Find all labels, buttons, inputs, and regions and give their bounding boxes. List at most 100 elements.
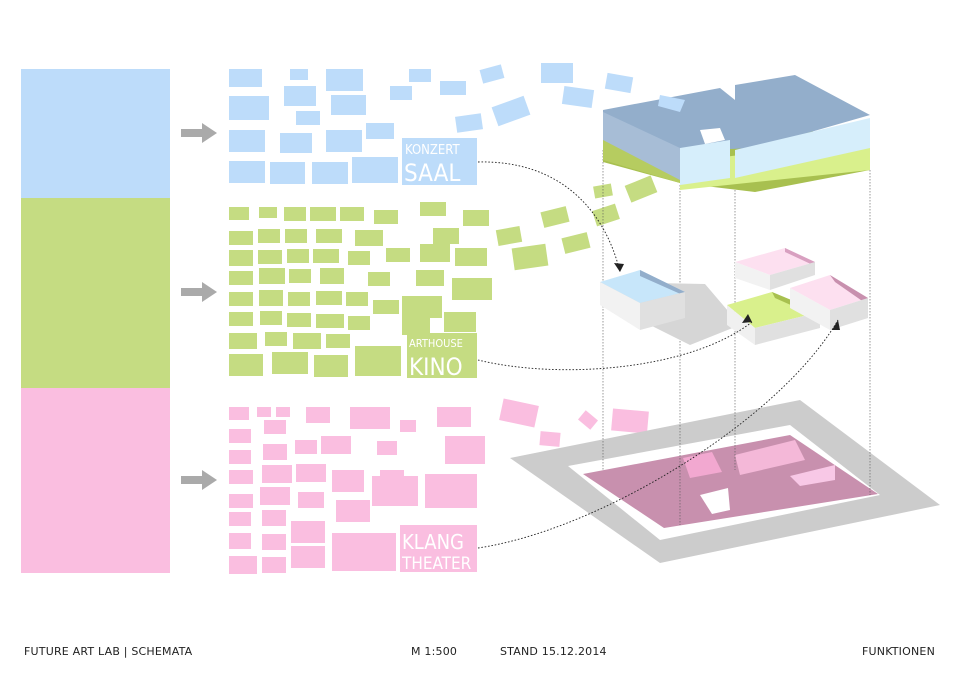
room-tile: [306, 407, 330, 423]
room-tile: [229, 69, 262, 87]
label-concert: KONZERT SAAL: [402, 138, 477, 187]
room-tile: [229, 161, 265, 183]
project-title: FUTURE ART LAB | SCHEMATA: [24, 645, 193, 658]
room-tile: [437, 407, 471, 427]
model-base-level: [510, 400, 940, 563]
room-tile: [511, 243, 549, 271]
room-tile: [452, 278, 492, 300]
room-tile: [285, 229, 307, 243]
room-tile: [265, 332, 287, 346]
room-tile: [313, 249, 339, 263]
room-tile: [258, 229, 280, 243]
scale-label: M 1:500: [411, 645, 458, 658]
room-tile: [229, 130, 265, 152]
room-tile: [440, 81, 466, 95]
room-tiles-concert: [229, 63, 634, 184]
room-tile: [368, 272, 390, 286]
room-tile: [402, 317, 430, 335]
room-tile: [541, 63, 573, 83]
room-tile: [346, 292, 368, 306]
room-tile: [229, 354, 263, 376]
date-label: STAND 15.12.2014: [500, 645, 607, 658]
model-top-level: [603, 75, 870, 192]
room-tile: [287, 249, 309, 263]
room-tile: [258, 250, 282, 264]
room-tile: [229, 333, 257, 349]
room-tile: [229, 533, 251, 549]
room-tiles-theater: [229, 398, 649, 574]
room-tile: [348, 251, 370, 265]
room-tile: [491, 95, 531, 127]
room-tile: [259, 290, 283, 306]
label-theater-top: KLANG: [402, 530, 464, 554]
room-tile: [260, 311, 282, 325]
room-tile: [229, 312, 253, 326]
room-tile: [455, 113, 483, 133]
room-tile: [229, 450, 251, 464]
room-tile: [295, 440, 317, 454]
room-tile: [593, 183, 613, 199]
room-tile: [291, 521, 325, 543]
room-tile: [310, 207, 336, 221]
room-tile: [578, 410, 598, 430]
room-tile: [377, 441, 397, 455]
room-tile: [386, 248, 410, 262]
room-tile: [280, 133, 312, 153]
label-theater-main: THEATER: [401, 554, 472, 574]
label-concert-top: KONZERT: [405, 143, 460, 158]
room-tile: [373, 300, 399, 314]
room-tile: [326, 69, 363, 91]
room-tile: [355, 346, 401, 376]
room-tile: [229, 512, 251, 526]
room-tile: [420, 244, 450, 262]
room-tile: [270, 162, 305, 184]
room-tile: [259, 207, 277, 218]
room-tile: [298, 492, 324, 508]
room-tile: [433, 228, 459, 244]
room-tile: [352, 157, 398, 183]
room-tile: [262, 557, 286, 573]
room-tile: [312, 162, 348, 184]
room-tile: [262, 465, 292, 483]
room-tile: [320, 268, 344, 284]
room-tile: [290, 69, 308, 80]
label-cinema: ARTHOUSE KINO: [407, 333, 477, 381]
arrow-icon: [181, 123, 217, 143]
model-middle-level: [600, 248, 868, 345]
room-tile: [229, 556, 257, 574]
room-tile: [348, 316, 370, 330]
room-tile: [276, 407, 290, 417]
room-tile: [287, 313, 311, 327]
room-tile: [539, 431, 561, 447]
room-tile: [355, 230, 383, 246]
room-tile: [262, 510, 286, 526]
room-tile: [296, 464, 326, 482]
room-tile: [326, 130, 362, 152]
room-tile: [425, 474, 477, 508]
room-tile: [455, 248, 487, 266]
room-tile: [272, 352, 308, 374]
room-tile: [229, 231, 253, 245]
label-cinema-top: ARTHOUSE: [409, 337, 463, 350]
room-tile: [402, 296, 442, 318]
room-tile: [611, 408, 649, 434]
arrow-icon: [181, 470, 217, 490]
label-concert-main: SAAL: [404, 159, 460, 187]
room-tile: [400, 420, 416, 432]
color-bar-cinema: [21, 198, 170, 388]
room-tile: [262, 534, 286, 550]
room-tile: [340, 207, 364, 221]
room-tile: [291, 546, 325, 568]
room-tile: [288, 292, 310, 306]
room-tile: [331, 95, 366, 115]
room-tile: [561, 85, 595, 109]
room-tile: [332, 533, 396, 571]
room-tile: [326, 334, 350, 348]
room-tile: [229, 494, 253, 508]
room-tile: [409, 69, 431, 82]
room-tile: [263, 444, 287, 460]
arrow-icon: [181, 282, 217, 302]
room-tile: [316, 229, 342, 243]
room-tile: [390, 86, 412, 100]
